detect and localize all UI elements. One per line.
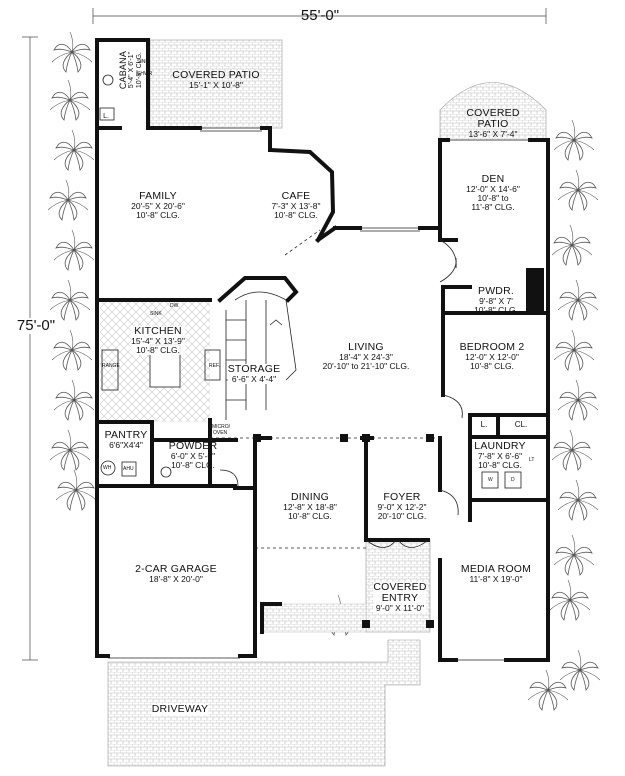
room-name-2: PATIO [477,118,509,131]
columns [253,434,434,628]
room-name: LIVING [348,341,384,353]
room-cafe: CAFE 7'-3" X 13'-8" 10'-8" CLG. [271,190,321,220]
room-den: DEN 12'-0" X 14'-6" 10'-8" to 11'-8" CLG… [466,173,520,212]
fixture-dishwasher: DW [170,303,179,309]
fixture-linen-laundry: L. [480,420,488,429]
room-powder: POWDER 6'-0" X 5'-6" 10'-8" CLG. [168,440,218,470]
room-dim: 7'-3" X 13'-8" [271,201,321,212]
room-name: STORAGE [227,363,281,375]
room-dim: 12'-0" X 14'-6" [466,184,520,195]
room-name: FAMILY [139,190,177,202]
room-name: MEDIA ROOM [460,563,532,575]
fixture-micro: MICRO/ [212,424,231,430]
room-name: CABANA [117,50,128,90]
room-dim: 9'-8" X 7' [479,296,513,307]
driveway-paving [107,639,421,767]
room-clg: 10'-8" CLG. [478,459,522,470]
room-dim: 9'-0" X 12'-2" [377,502,427,513]
room-garage: 2-CAR GARAGE 18'-8" X 20'-0" [135,563,217,585]
room-storage: STORAGE 6'-6" X 4'-4" [227,363,281,385]
fixture-oven: OVEN [213,430,228,436]
fixture-ahu: AHU [123,466,134,472]
room-name: DEN [481,173,505,185]
room-dim: 5'-4" X 6'-1" [128,51,136,89]
fixture-linen-cabana: L. [103,113,109,120]
room-pantry: PANTRY 6'6"X4'4" [104,429,148,451]
room-name: PWDR. [477,285,514,297]
room-name: COVERED [466,107,520,119]
room-media: MEDIA ROOM 11'-8" X 19'-0" [460,563,532,585]
room-name: KITCHEN [134,325,182,337]
room-name-2: ENTRY [381,592,419,605]
fixture-cabana-sink: SINK [137,59,149,65]
den-patio-paving [439,82,547,141]
room-dim: 13'-6" X 7'-4" [468,129,518,140]
room-name: COVERED PATIO [172,69,260,81]
fixture-water-heater: WH [103,465,112,471]
room-dim: 12'-0" X 12'-0" [465,352,519,363]
fixture-shower: SHWR [137,71,153,77]
room-clg: 10'-8" CLG. [136,209,180,220]
room-dim: 11'-8" X 19'-0" [469,574,523,585]
room-name: COVERED [373,581,427,593]
room-dim: 6'6"X4'4" [109,440,143,451]
room-covered-patio-rear: COVERED PATIO 15'-1" X 10'-8" [172,69,260,91]
room-family: FAMILY 20'-5" X 20'-6" 10'-8" CLG. [131,190,185,220]
room-pwdr: PWDR. 9'-8" X 7' 10'-8" CLG. [474,285,518,315]
room-name: LAUNDRY [474,440,526,452]
room-clg: 10'-8" CLG. [274,209,318,220]
room-dim: 15'-1" X 10'-8" [189,80,243,91]
room-dim: 6'-6" X 4'-4" [231,374,277,385]
room-name: BEDROOM 2 [459,341,525,353]
fixture-laundry-tub: LT [529,457,535,463]
room-laundry: LAUNDRY 7'-8" X 6'-6" 10'-8" CLG. [474,440,526,470]
fixture-refrigerator: REF. [209,363,220,369]
overall-width-label: 55'-0" [300,7,340,24]
fixture-sink: SINK [150,311,162,317]
room-clg: 10'-8" CLG. [470,360,514,371]
room-covered-entry: COVERED ENTRY 9'-0" X 11'-0" [373,581,427,614]
room-dim: 6'-0" X 5'-6" [170,451,216,462]
entry-walk [261,603,367,633]
room-covered-patio-den: COVERED PATIO 13'-6" X 7'-4" [466,107,520,140]
room-kitchen: KITCHEN 15'-4" X 13'-9" 10'-8" CLG. [131,325,185,355]
room-dim: 20'-5" X 20'-6" [131,201,185,212]
overall-depth-label: 75'-0" [16,317,56,334]
room-name: DINING [291,491,329,503]
room-clg: 10'-8" CLG. [288,510,332,521]
fixture-closet: CL. [514,420,528,429]
room-dim: 9'-0" X 11'-0" [375,603,425,614]
room-name: 2-CAR GARAGE [135,563,217,575]
room-living: LIVING 18'-4" X 24'-3" 20'-10" to 21'-10… [322,341,410,371]
room-name: POWDER [168,440,218,452]
room-name: CAFE [281,190,311,202]
room-bedroom-2: BEDROOM 2 12'-0" X 12'-0" 10'-8" CLG. [459,341,525,371]
rear-patio-paving [149,39,283,129]
room-clg-2: 11'-8" CLG. [471,201,515,212]
room-clg: 10'-8" CLG. [136,344,180,355]
fixture-washer: W [488,477,493,483]
room-clg: 10'-8" to [477,192,509,203]
room-name: FOYER [383,491,421,503]
fixture-dryer: D [511,477,515,483]
room-dim: 7'-8" X 6'-6" [477,451,523,462]
room-clg: 10'-8" CLG. [474,304,518,315]
room-driveway: DRIVEWAY [151,703,209,716]
room-dim: 18'-8" X 20'-0" [149,574,203,585]
room-dim: 12'-8" X 18'-8" [283,502,337,513]
room-dining: DINING 12'-8" X 18'-8" 10'-8" CLG. [283,491,337,521]
room-clg: 10'-8" CLG. [171,459,215,470]
room-dim: 15'-4" X 13'-9" [131,336,185,347]
room-clg: 20'-10" to 21'-10" CLG. [322,360,410,371]
room-name: PANTRY [104,429,148,441]
room-clg: 20'-10" CLG. [377,510,427,521]
walls [95,38,550,662]
room-name: DRIVEWAY [151,703,209,715]
fixture-range: RANGE [102,363,120,369]
room-dim: 18'-4" X 24'-3" [339,352,393,363]
dimension-lines [22,8,547,661]
room-foyer: FOYER 9'-0" X 12'-2" 20'-10" CLG. [377,491,427,521]
